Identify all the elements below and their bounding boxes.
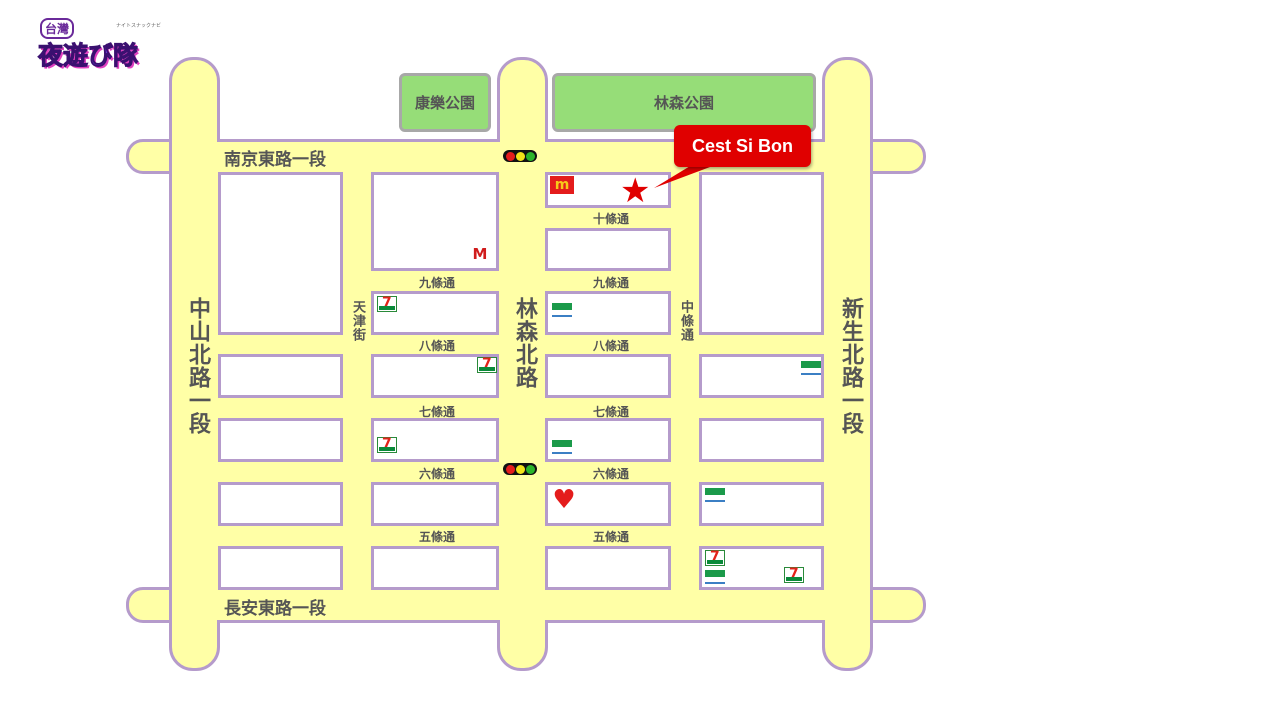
kangle-park-label: 康樂公園	[414, 94, 475, 112]
familymart-icon	[552, 303, 572, 319]
block	[545, 228, 671, 271]
block	[371, 482, 499, 526]
familymart-icon	[705, 488, 725, 504]
street-6-label: 六條通	[418, 467, 456, 481]
linsen-park: 林森公園	[552, 73, 816, 132]
seven-eleven-icon	[477, 356, 497, 373]
linsen-park-label: 林森公園	[653, 94, 714, 112]
callout-label: Cest Si Bon	[691, 135, 793, 156]
nanjing-road-label: 南京東路一段	[224, 150, 326, 170]
tianjin-street-label: 天津街	[350, 300, 365, 342]
seven-eleven-icon	[784, 566, 804, 583]
cest-si-bon-callout[interactable]: Cest Si Bon	[674, 125, 811, 167]
street-9-label: 九條通	[418, 276, 456, 290]
block	[371, 172, 499, 271]
street-9-label: 九條通	[592, 276, 630, 290]
block	[218, 546, 343, 590]
seven-eleven-icon	[377, 436, 397, 453]
xinsheng-road-label: 新生北路一段	[838, 297, 863, 435]
street-8-label: 八條通	[592, 339, 630, 353]
seven-eleven-icon	[705, 549, 725, 566]
block	[699, 172, 824, 335]
street-7-label: 七條通	[592, 405, 630, 419]
mcdonalds-icon: m	[550, 176, 574, 194]
traffic-light-icon	[503, 463, 537, 475]
familymart-icon	[801, 361, 821, 377]
destination-star-icon[interactable]: ★	[620, 171, 651, 211]
changan-road-label: 長安東路一段	[224, 599, 326, 619]
street-7-label: 七條通	[418, 405, 456, 419]
block	[218, 172, 343, 335]
block	[545, 354, 671, 398]
callout-pointer	[654, 160, 710, 188]
logo: 台灣 ナイトスナックナビ 夜遊び隊	[36, 16, 161, 72]
logo-main: 夜遊び隊	[37, 41, 139, 71]
zhongshan-road-label: 中山北路一段	[185, 297, 210, 435]
block	[545, 482, 671, 526]
heart-store-icon: ♥	[552, 485, 576, 515]
street-10-label: 十條通	[592, 212, 630, 226]
block	[218, 418, 343, 462]
mos-burger-icon: M	[472, 245, 488, 263]
block	[218, 354, 343, 398]
block	[545, 546, 671, 590]
block	[699, 418, 824, 462]
zhong-tiao-label: 中條通	[678, 300, 693, 342]
street-5-label: 五條通	[592, 530, 630, 544]
street-6-label: 六條通	[592, 467, 630, 481]
street-8-label: 八條通	[418, 339, 456, 353]
logo-top: 台灣	[40, 18, 75, 39]
seven-eleven-icon	[377, 295, 397, 312]
block	[371, 546, 499, 590]
logo-small: ナイトスナックナビ	[116, 23, 162, 29]
block	[218, 482, 343, 526]
kangle-park: 康樂公園	[399, 73, 491, 132]
familymart-icon	[552, 440, 572, 456]
linsen-road-label: 林森北路	[512, 297, 537, 389]
street-5-label: 五條通	[418, 530, 456, 544]
traffic-light-icon	[503, 150, 537, 162]
familymart-icon	[705, 570, 725, 586]
